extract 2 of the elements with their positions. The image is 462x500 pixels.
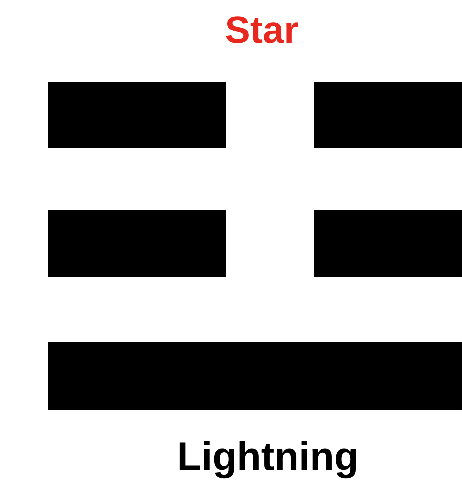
title: Star: [226, 16, 298, 44]
caption: Lightning: [180, 441, 356, 479]
